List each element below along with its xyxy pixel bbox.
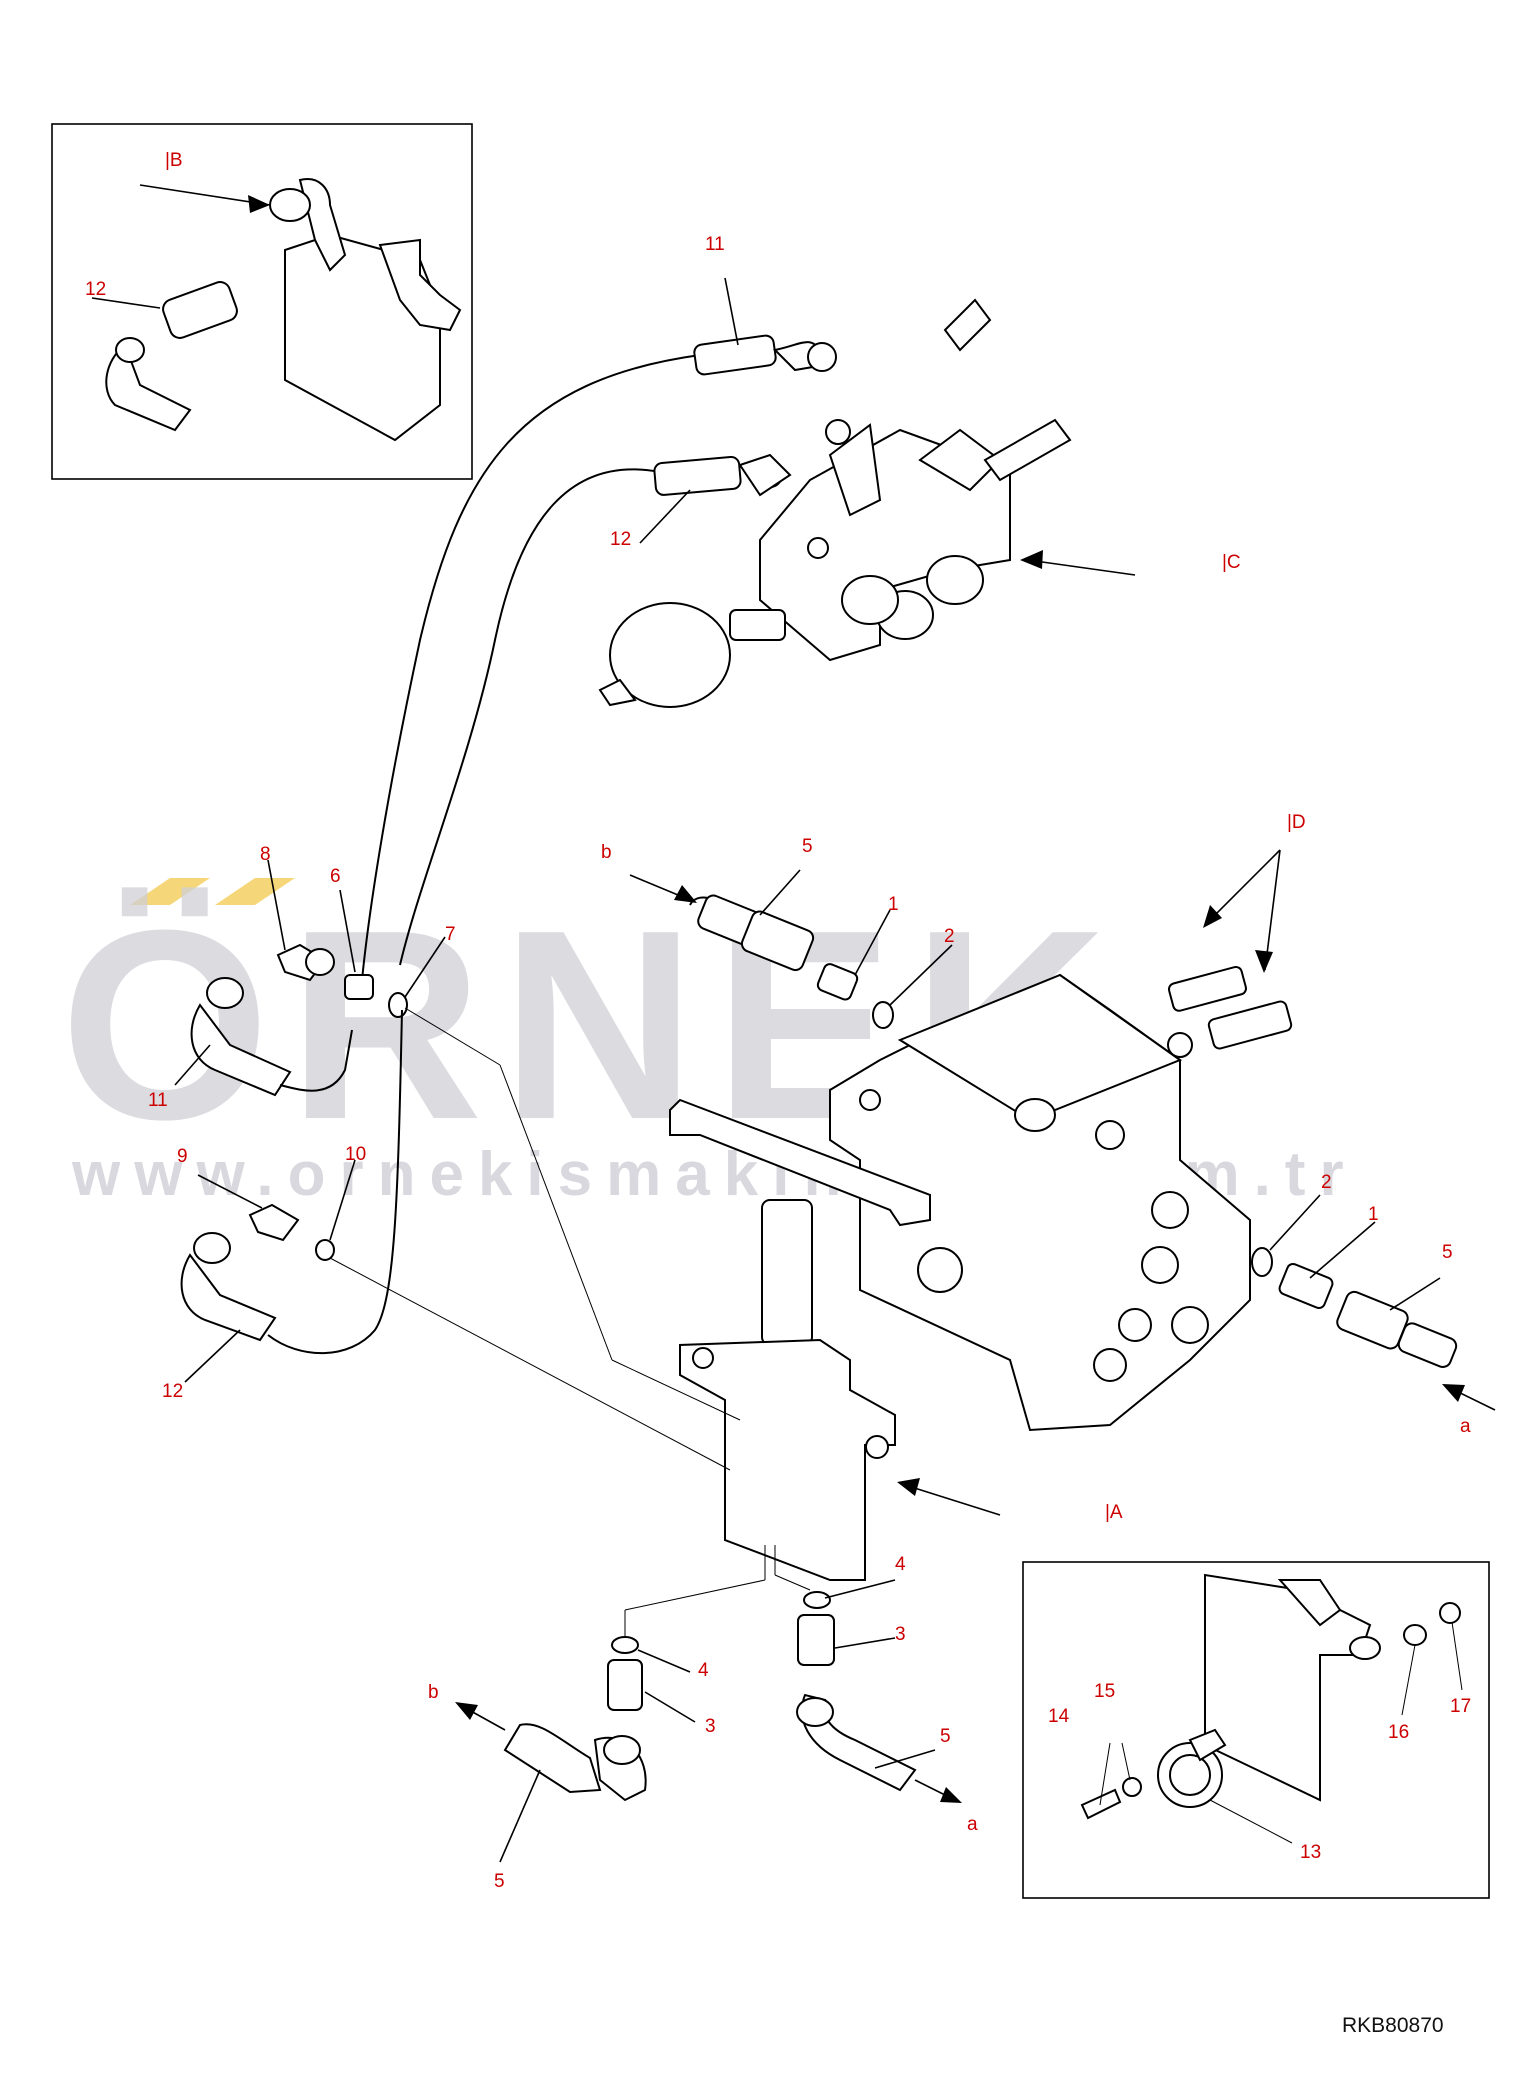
part-17 [1403, 1624, 1427, 1646]
part-label-12-left: 12 [162, 1381, 183, 1402]
part-13 [162, 281, 238, 339]
part-9 [248, 1203, 300, 1242]
part-10 [315, 1239, 335, 1261]
hose-12-fitting [653, 455, 742, 496]
drawing-code: RKB80870 [1342, 2014, 1444, 2037]
part-3-right [797, 1614, 835, 1666]
inset-b: |B 12 [51, 123, 473, 480]
fittings-b-inlet: b 5 1 2 [601, 836, 955, 1029]
part-label-18: 17 [1450, 1696, 1471, 1717]
upper-hoses: 11 12 [361, 234, 837, 981]
inset-bracket: 14 15 13 16 17 [1022, 1561, 1490, 1899]
part-label-17: 16 [1388, 1722, 1409, 1743]
hose-11-fitting [693, 334, 777, 376]
part-label-4-right: 4 [895, 1554, 906, 1575]
pilot-valve-a: |A [669, 1098, 1123, 1581]
part-label-11-top: 11 [705, 234, 725, 255]
part-label-12-top: 12 [610, 529, 631, 550]
part-label-3-left: 3 [705, 1716, 716, 1737]
part-3-left [607, 1659, 643, 1711]
part-label-5-top: 5 [802, 836, 813, 857]
part-4-right [803, 1591, 831, 1609]
view-label-c: |C [1222, 552, 1241, 573]
part-label-1-top: 1 [888, 894, 899, 915]
connection-label-b-bottom: b [428, 1682, 439, 1703]
left-fittings: 8 6 7 11 9 10 12 [148, 844, 456, 1402]
part-label-10: 10 [345, 1144, 366, 1165]
view-label-d: |D [1287, 812, 1306, 833]
part-label-9: 9 [177, 1146, 188, 1167]
part-label-13: 12 [85, 279, 106, 300]
part-18 [1439, 1602, 1461, 1624]
part-label-7: 7 [445, 924, 456, 945]
part-label-3-right: 3 [895, 1624, 906, 1645]
part-label-15: 14 [1048, 1706, 1070, 1727]
part-label-2-top: 2 [944, 926, 955, 947]
part-1-right [1278, 1262, 1334, 1310]
part-label-4-left: 4 [698, 1660, 709, 1681]
inset-b-frame [51, 123, 473, 480]
part-1-top [816, 963, 859, 1001]
watermark-accent-right [215, 878, 295, 905]
hose-12-lower [267, 1009, 403, 1355]
watermark: ÖRNEK www.ornekismakinalari.com.tr [60, 875, 1344, 1209]
part-label-5-bottom-left: 5 [494, 1871, 505, 1892]
pedal-plate [669, 1098, 931, 1227]
part-2-top [872, 1001, 894, 1029]
inset-bracket-frame [1022, 1561, 1490, 1899]
part-label-5-right: 5 [1442, 1242, 1453, 1263]
view-label-a: |A [1105, 1502, 1123, 1523]
part-label-5-bottom-right: 5 [940, 1726, 951, 1747]
connection-label-b-top: b [601, 842, 612, 863]
part-label-1-right: 1 [1368, 1204, 1379, 1225]
hose-11-upper [361, 354, 701, 981]
part-label-8: 8 [260, 844, 271, 865]
part-label-11-left: 11 [148, 1090, 168, 1111]
view-label-b: |B [165, 150, 183, 171]
fittings-bottom: 4 3 5 b 4 3 5 a [428, 1554, 978, 1892]
part-2-right [1251, 1247, 1273, 1277]
part-label-16: 15 [1094, 1681, 1115, 1702]
watermark-accent-left [130, 878, 210, 905]
hose-12-upper [399, 468, 661, 966]
guide-lines [329, 1007, 811, 1640]
part-6 [344, 974, 374, 1000]
pilot-valve-body [679, 1338, 896, 1581]
accumulator [609, 602, 731, 708]
main-control-valve-d: |D [829, 812, 1306, 1432]
valve-block-c: |C [598, 298, 1241, 708]
connection-label-a-bottom: a [967, 1814, 978, 1835]
part-15 [1080, 1788, 1122, 1820]
part-label-6: 6 [330, 866, 341, 887]
connection-label-a-right: a [1460, 1416, 1471, 1437]
fittings-a-inlet: 2 1 5 a [1251, 1172, 1496, 1437]
part-5-bottom-left [503, 1723, 602, 1794]
part-5-top [740, 910, 815, 972]
part-7 [388, 992, 408, 1018]
part-label-2-right: 2 [1321, 1172, 1332, 1193]
part-4-left [611, 1636, 639, 1654]
part-label-14: 13 [1300, 1842, 1321, 1863]
part-16 [1122, 1777, 1142, 1797]
